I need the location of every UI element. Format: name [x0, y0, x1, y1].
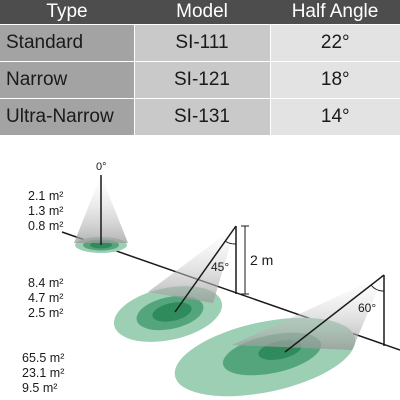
cell-half-angle: 18° — [269, 61, 400, 99]
header-model: Model — [134, 0, 270, 25]
header-half-angle: Half Angle — [270, 0, 400, 25]
cell-type: Standard — [0, 24, 134, 62]
area-label: 8.4 m² — [28, 276, 63, 290]
fixture-0deg: 0° — [74, 161, 128, 253]
cell-type: Ultra-Narrow — [0, 98, 134, 135]
area-labels-45deg: 8.4 m² 4.7 m² 2.5 m² — [28, 276, 63, 320]
table-row: Standard SI-111 22° — [0, 24, 400, 62]
footprint-inner — [152, 302, 192, 322]
table-row: Ultra-Narrow SI-131 14° — [0, 98, 400, 135]
beam-axis — [174, 225, 237, 313]
cell-half-angle: 22° — [269, 24, 400, 62]
light-cone — [232, 275, 384, 350]
cell-half-angle: 14° — [269, 98, 400, 135]
header-type: Type — [0, 0, 134, 25]
area-label: 65.5 m² — [22, 351, 64, 365]
area-label: 23.1 m² — [22, 366, 64, 380]
area-label: 1.3 m² — [28, 204, 63, 218]
angle-label-0: 0° — [96, 161, 107, 173]
spec-table: Type Model Half Angle Standard SI-111 22… — [0, 0, 400, 135]
cell-model: SI-131 — [133, 98, 270, 135]
cell-model: SI-111 — [133, 24, 270, 62]
table-header-row: Type Model Half Angle — [0, 0, 400, 25]
light-cone — [148, 226, 236, 303]
height-label: 2 m — [250, 252, 273, 268]
area-label: 9.5 m² — [22, 381, 57, 395]
table-row: Narrow SI-121 18° — [0, 61, 400, 99]
cell-model: SI-121 — [133, 61, 270, 99]
cell-type: Narrow — [0, 61, 134, 99]
angle-arc — [370, 284, 385, 292]
area-label: 4.7 m² — [28, 291, 63, 305]
area-label: 2.5 m² — [28, 306, 63, 320]
angle-label-60: 60° — [358, 301, 376, 315]
area-label: 0.8 m² — [28, 219, 63, 233]
angle-arc — [224, 240, 237, 245]
area-labels-0deg: 2.1 m² 1.3 m² 0.8 m² — [28, 189, 63, 233]
beam-axis — [284, 274, 385, 353]
angle-label-45: 45° — [211, 260, 229, 274]
fixture-45deg: 45° 2 m — [113, 225, 273, 342]
area-label: 2.1 m² — [28, 189, 63, 203]
area-labels-60deg: 65.5 m² 23.1 m² 9.5 m² — [22, 351, 64, 395]
fixture-60deg: 60° — [174, 274, 385, 397]
